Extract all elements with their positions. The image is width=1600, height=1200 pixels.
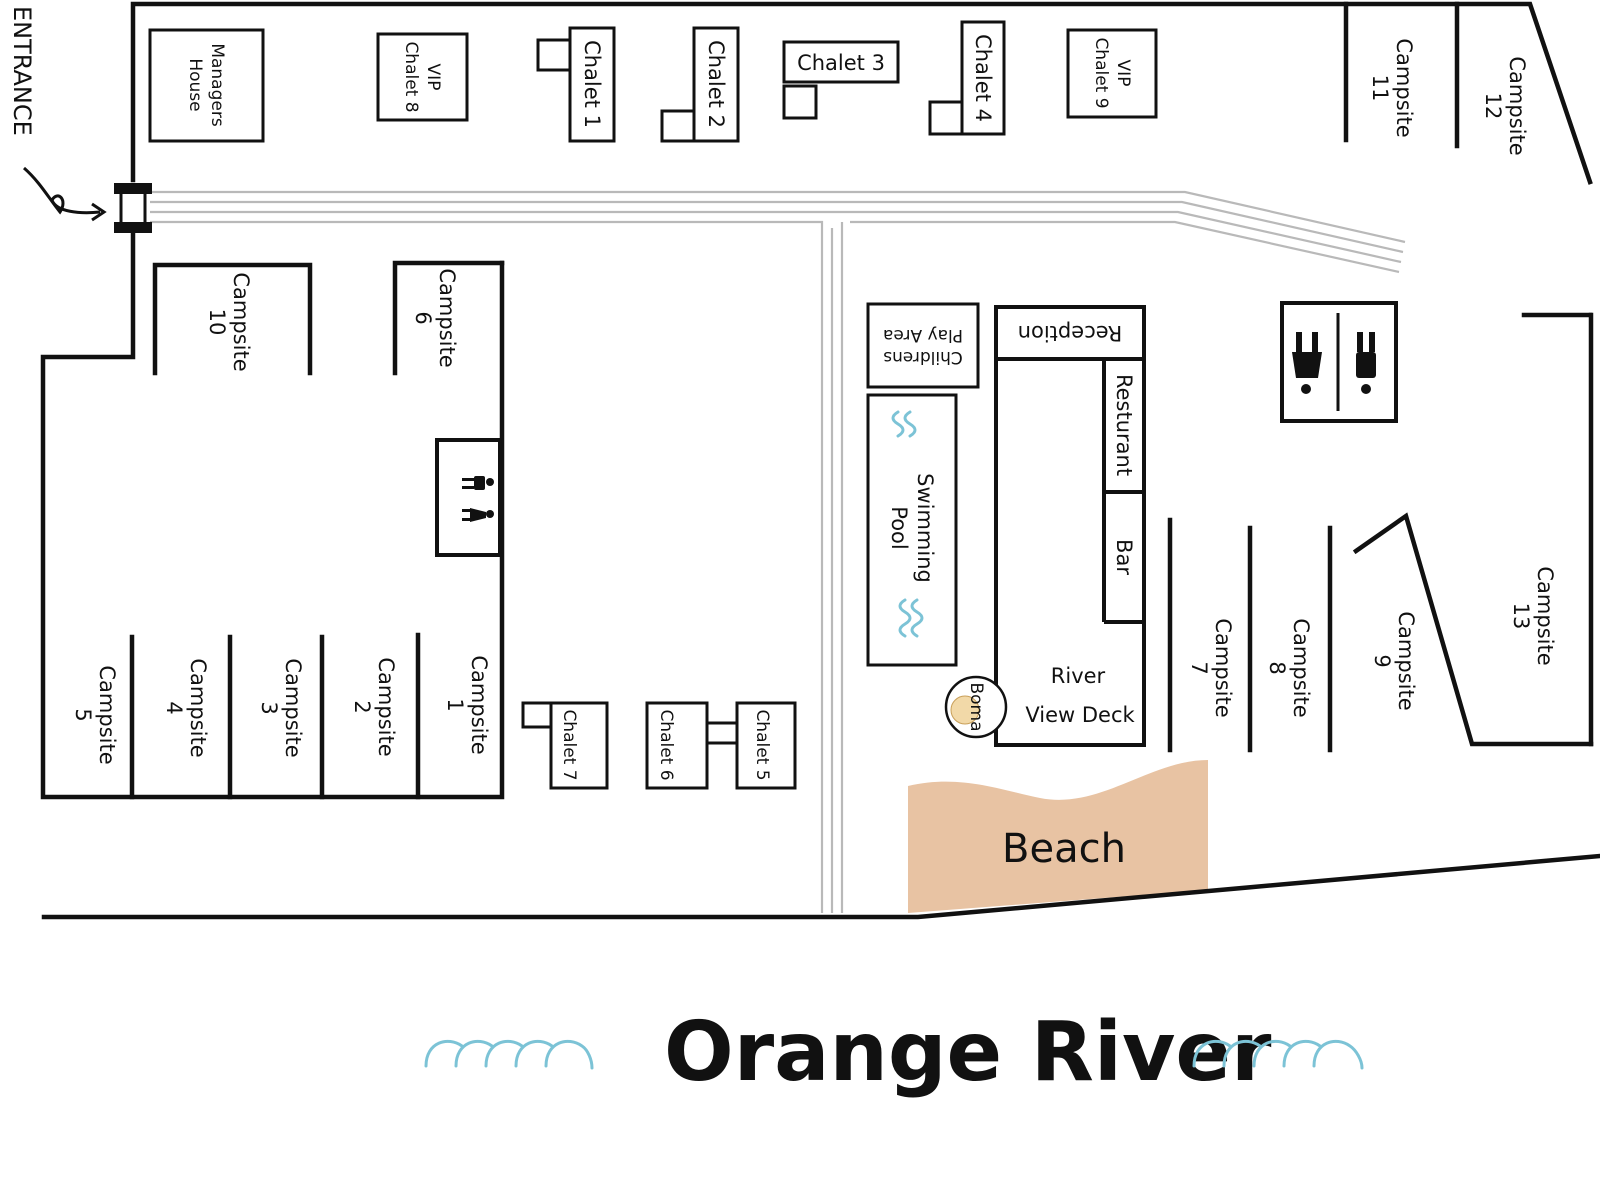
boma[interactable]: Boma: [944, 675, 1008, 739]
campsite-3-label-line1: Campsite: [281, 658, 305, 757]
fire-icon: [950, 695, 980, 725]
beach-label: Beach: [1002, 826, 1126, 872]
campsite-4-label-line1: Campsite: [186, 658, 210, 757]
swimming-pool-label-line2: Pool: [887, 506, 911, 549]
campsite-11[interactable]: Campsite 11: [1343, 1, 1416, 143]
chalet-7[interactable]: Chalet 7: [521, 701, 609, 790]
toilet-block-left[interactable]: [435, 438, 502, 557]
boma-label: Boma: [966, 682, 986, 731]
chalet-3-label: Chalet 3: [797, 51, 885, 75]
reception-label: Reception: [1018, 321, 1123, 345]
reception[interactable]: [994, 305, 1146, 361]
campsite-6-label-line1: Campsite: [435, 268, 459, 367]
side-road: [830, 222, 844, 913]
swimming-pool[interactable]: Swimming Pool: [866, 393, 958, 667]
campsite-12-label-line2: 12: [1481, 93, 1505, 120]
campsite-13-label-line1: Campsite: [1533, 566, 1557, 665]
property-boundary: [40, 1, 1594, 800]
toilet-block-right[interactable]: [1280, 301, 1398, 423]
river-bank: [41, 853, 1600, 920]
campsite-5[interactable]: Campsite 5: [71, 665, 119, 764]
campsite-4[interactable]: Campsite 4: [129, 634, 210, 800]
campsite-10[interactable]: Campsite 10: [152, 262, 313, 376]
managers-house[interactable]: Managers House: [148, 28, 265, 143]
campsite-12-label-line1: Campsite: [1505, 56, 1529, 155]
toilet-icon: [1292, 332, 1376, 394]
bar-label: Bar: [1112, 539, 1136, 575]
chalet-6[interactable]: Chalet 6: [645, 701, 709, 790]
campsite-4-label-line2: 4: [162, 701, 186, 714]
campsite-2[interactable]: Campsite 2: [319, 634, 398, 800]
wave-icon: [898, 598, 924, 638]
campsite-3-label-line2: 3: [257, 701, 281, 714]
campsite-7-label-line2: 7: [1187, 661, 1211, 674]
campsite-5-label-line2: 5: [71, 708, 95, 721]
managers-house-label-line2: House: [185, 58, 205, 111]
campsite-1-label-line2: 1: [443, 698, 467, 711]
chalet-4-label: Chalet 4: [971, 34, 995, 122]
river-view-deck-label-line1: River: [1051, 664, 1106, 688]
vip-chalet-9-label-line2: Chalet 9: [1091, 37, 1111, 108]
campsite-3[interactable]: Campsite 3: [227, 634, 305, 800]
campsite-2-label-line2: 2: [350, 700, 374, 713]
chalet-1-label: Chalet 1: [580, 40, 604, 128]
campsite-1[interactable]: Campsite 1: [415, 632, 491, 800]
campsite-10-label-line2: 10: [205, 309, 229, 336]
chalet-2-label: Chalet 2: [704, 40, 728, 128]
entrance-arrow-icon: [23, 166, 107, 222]
restaurant-label: Resturant: [1112, 374, 1136, 476]
vip-chalet-8-label-line2: Chalet 8: [401, 41, 421, 112]
wave-icon: [1192, 1039, 1364, 1070]
campsite-7-label-line1: Campsite: [1211, 618, 1235, 717]
chalet-4[interactable]: Chalet 4: [928, 20, 1006, 136]
campsite-11-label-line2: 11: [1368, 75, 1392, 102]
swimming-pool-label-line1: Swimming: [913, 473, 937, 583]
campsite-12[interactable]: Campsite 12: [1454, 1, 1529, 156]
chalet-2[interactable]: Chalet 2: [660, 26, 740, 143]
campsite-13-label-line2: 13: [1509, 603, 1533, 630]
campsite-11-label-line1: Campsite: [1392, 38, 1416, 137]
campsite-5-label-line1: Campsite: [95, 665, 119, 764]
campsite-8-label-line1: Campsite: [1289, 618, 1313, 717]
childrens-play-area-label-line1: Childrens: [883, 347, 963, 367]
entrance-label: ENTRANCE: [8, 6, 36, 136]
campsite-13[interactable]: Campsite 13: [1352, 512, 1594, 747]
beach[interactable]: Beach: [908, 760, 1208, 913]
childrens-play-area[interactable]: Childrens Play Area: [866, 302, 980, 389]
campsite-1-label-line1: Campsite: [467, 655, 491, 754]
vip-chalet-9-label-line1: VIP: [1113, 60, 1133, 87]
vip-chalet-8[interactable]: VIP Chalet 8: [376, 32, 469, 122]
chalet-5[interactable]: Chalet 5: [705, 701, 797, 790]
childrens-play-area-label-line2: Play Area: [883, 325, 963, 345]
vip-chalet-8-label-line1: VIP: [423, 64, 443, 91]
wave-icon: [891, 410, 917, 438]
campsite-9-label-line2: 9: [1370, 654, 1394, 667]
campsite-9[interactable]: Campsite 9: [1327, 525, 1418, 753]
campsite-6-label-line2: 6: [411, 311, 435, 324]
chalet-1[interactable]: Chalet 1: [536, 26, 616, 143]
river-view-deck-label-line2: View Deck: [1025, 703, 1135, 727]
managers-house-label-line1: Managers: [207, 43, 227, 127]
entrance-gate[interactable]: [114, 183, 152, 233]
main-road: [150, 190, 1406, 913]
campsite-9-label-line1: Campsite: [1394, 611, 1418, 710]
campsite-7[interactable]: Campsite 7: [1167, 517, 1235, 753]
main-building[interactable]: Reception Resturant Bar River View Deck: [994, 305, 1146, 747]
campsite-8[interactable]: Campsite 8: [1247, 525, 1313, 753]
chalet-6-label: Chalet 6: [656, 709, 676, 780]
chalet-3[interactable]: Chalet 3: [782, 40, 900, 120]
campsite-8-label-line2: 8: [1265, 661, 1289, 674]
chalet-7-label: Chalet 7: [559, 709, 579, 780]
vip-chalet-9[interactable]: VIP Chalet 9: [1066, 28, 1158, 119]
campsite-6[interactable]: Campsite 6: [392, 260, 505, 376]
river-name-label: Orange River: [664, 1005, 1272, 1100]
wave-icon: [424, 1039, 594, 1070]
toilet-icon: [462, 476, 494, 522]
campsite-10-label-line1: Campsite: [229, 272, 253, 371]
campsite-2-label-line1: Campsite: [374, 657, 398, 756]
chalet-5-label: Chalet 5: [752, 709, 772, 780]
